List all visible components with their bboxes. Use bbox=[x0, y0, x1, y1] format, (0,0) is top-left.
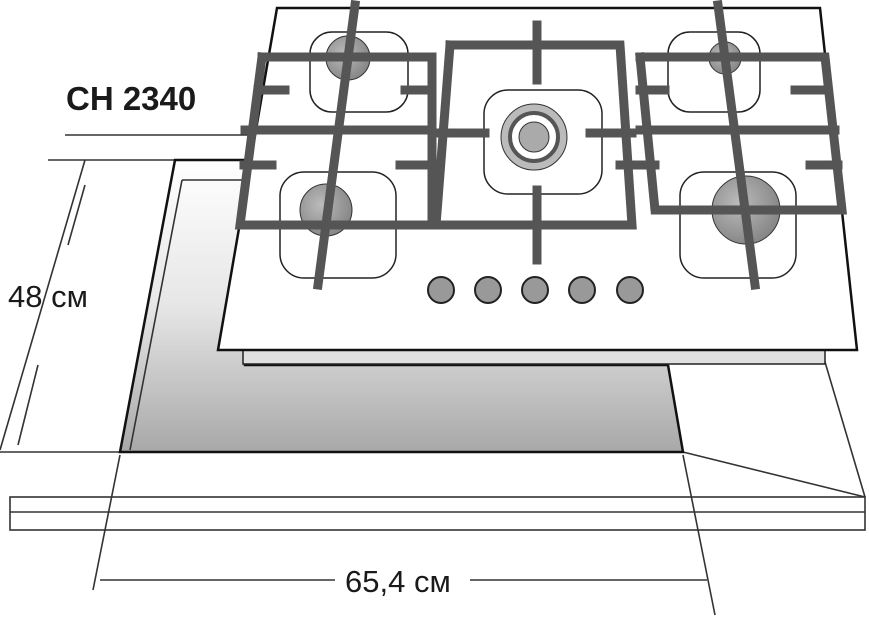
depth-dimension-line bbox=[17, 184, 86, 446]
cooktop bbox=[216, 6, 859, 365]
model-label: CH 2340 bbox=[66, 80, 196, 117]
pan-supports bbox=[234, 0, 848, 291]
depth-label: 48 см bbox=[8, 279, 88, 314]
width-label: 65,4 см bbox=[345, 564, 451, 599]
burner-pans bbox=[279, 31, 797, 279]
countertop bbox=[0, 134, 866, 531]
width-dimension-line bbox=[92, 454, 716, 616]
control-knobs bbox=[427, 276, 644, 304]
